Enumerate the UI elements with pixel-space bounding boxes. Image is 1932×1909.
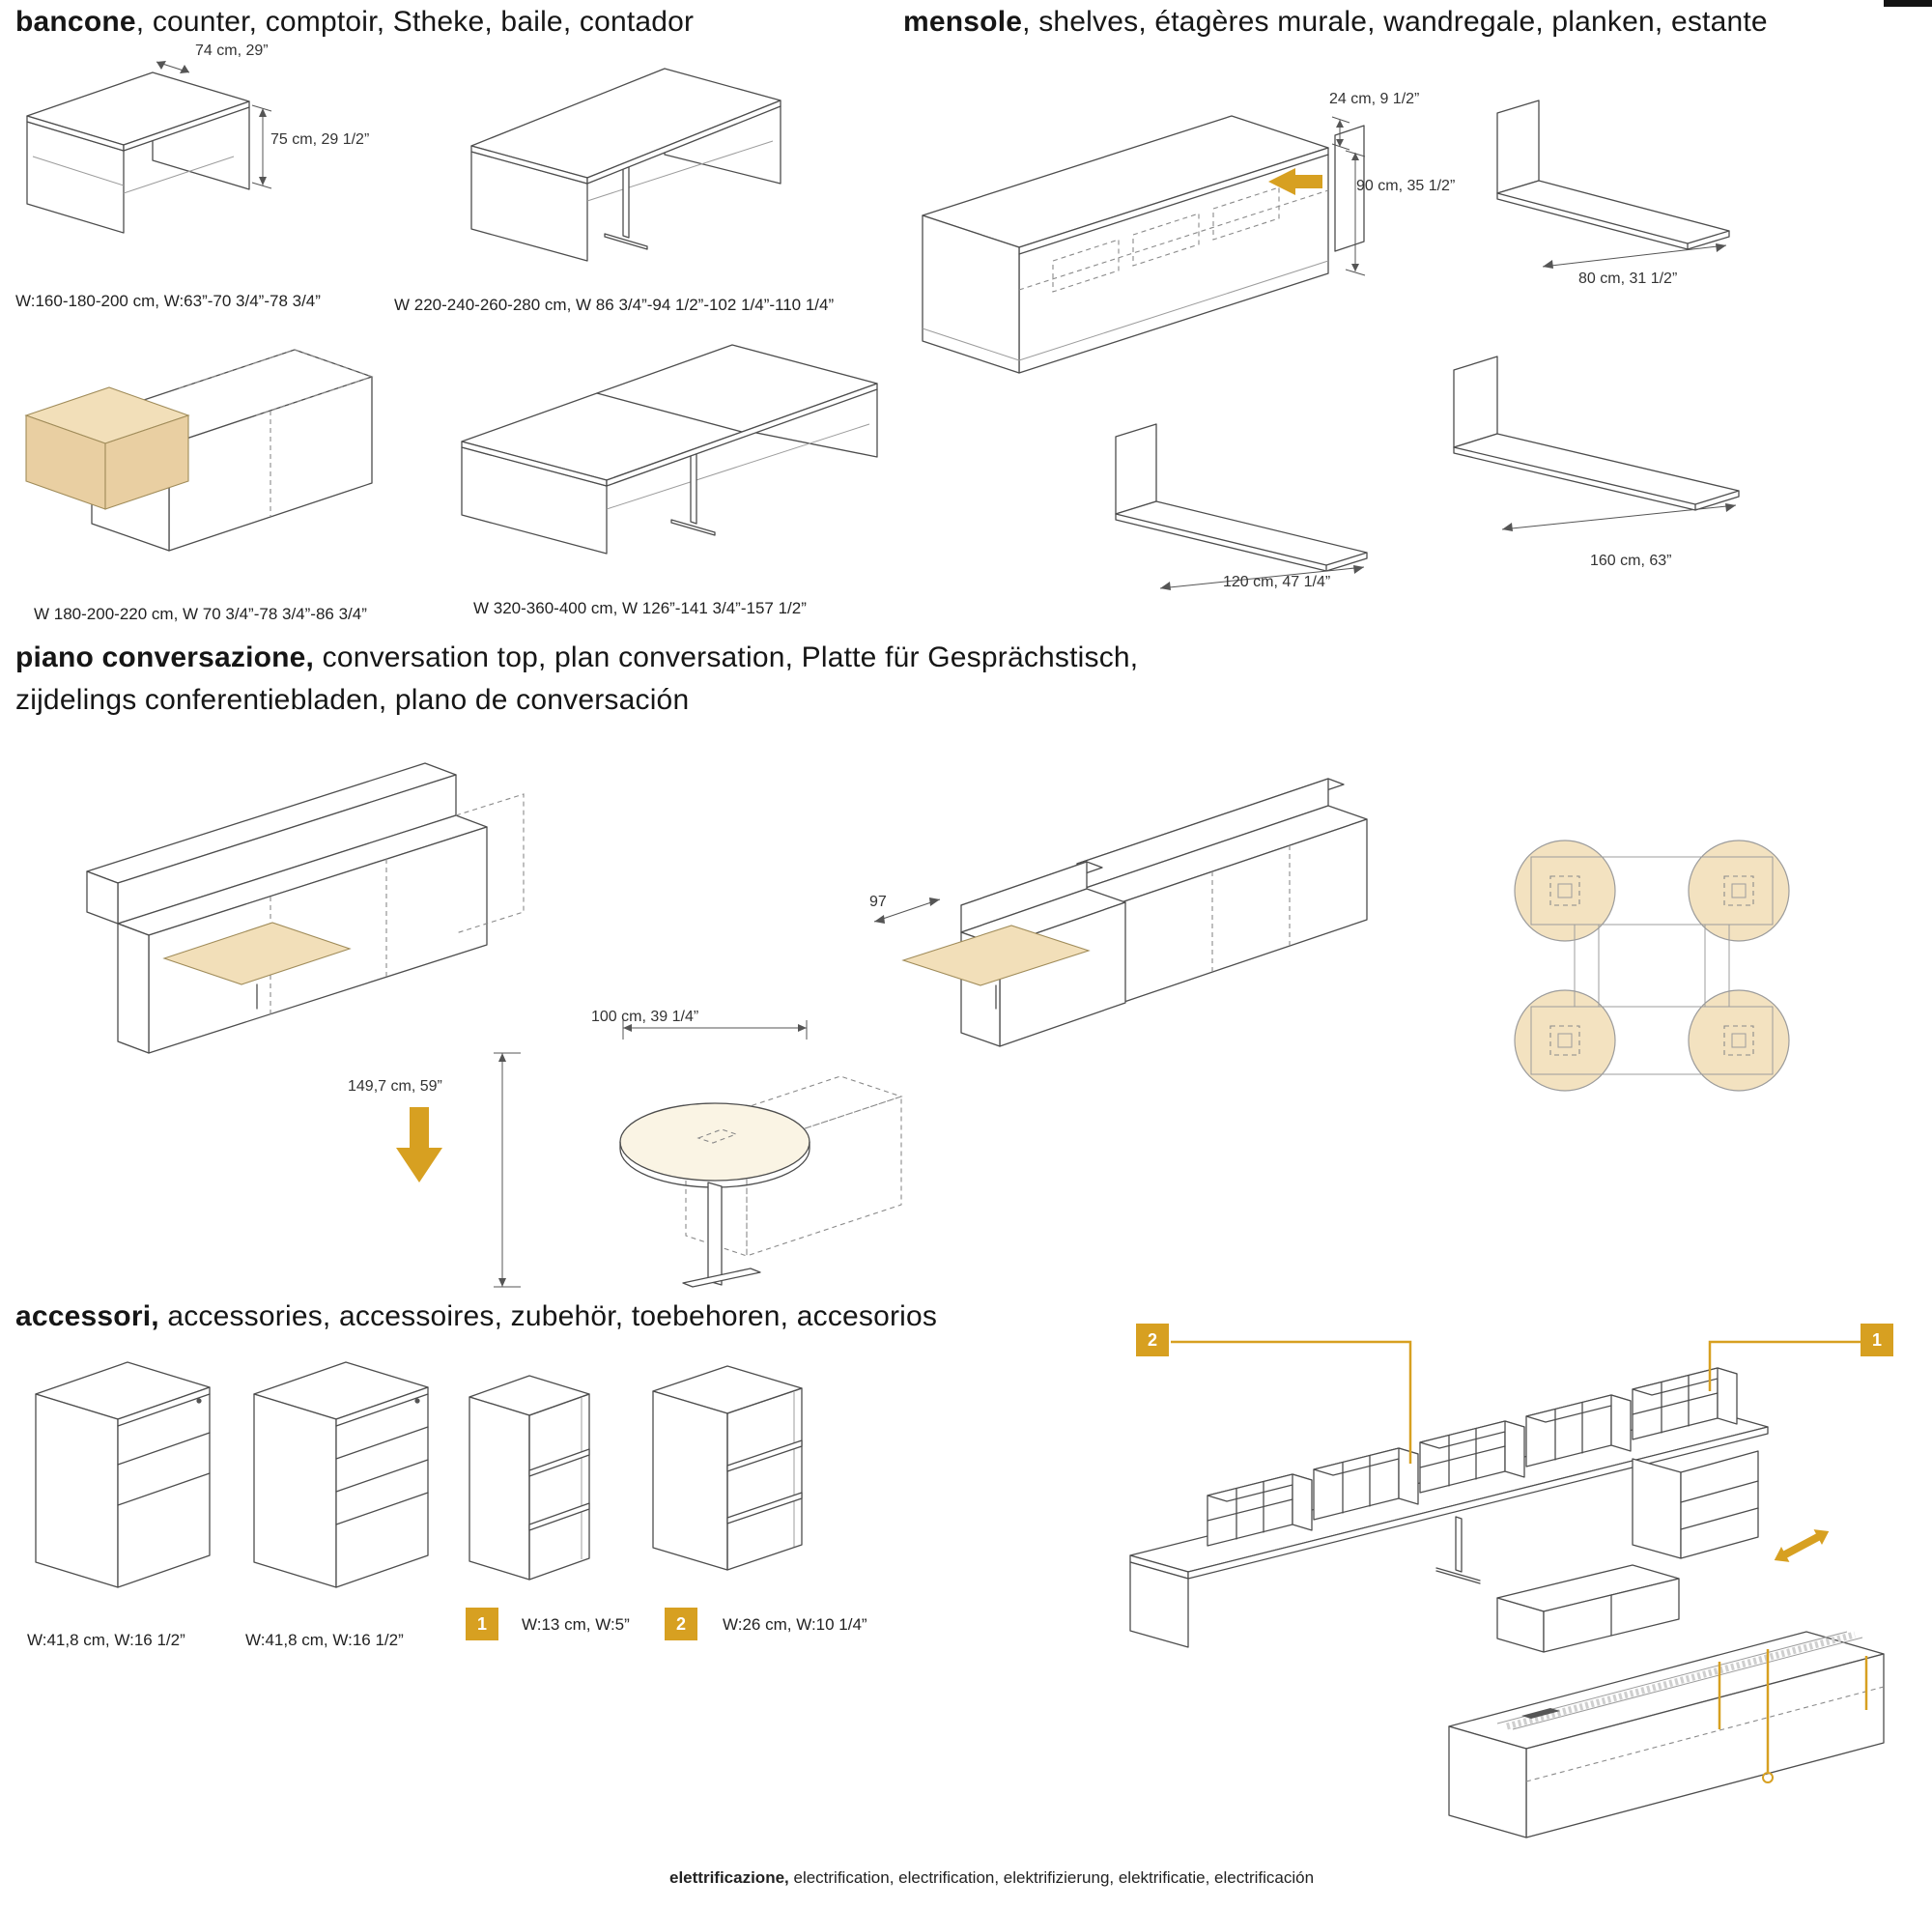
dim-label-160cm: 160 cm, 63”	[1590, 553, 1672, 569]
power-strip	[1521, 1708, 1560, 1719]
drawing-shelf-120	[1115, 423, 1368, 590]
dimension-line-160	[1501, 503, 1737, 531]
callout-leader-2	[1171, 1340, 1412, 1464]
dimension-line-80	[1542, 243, 1727, 269]
drawing-reception-accessories-combo	[1129, 1340, 1862, 1648]
section-title-accessori: accessori, accessories, accessoires, zub…	[15, 1300, 937, 1333]
drawing-round-conversation-top	[494, 1020, 903, 1288]
lock-keyhole	[196, 1398, 202, 1404]
caption-counter-long: W 320-360-400 cm, W 126”-141 3/4”-157 1/…	[473, 599, 807, 617]
conversation-top-highlight	[162, 922, 352, 985]
drawing-electrification	[1448, 1564, 1885, 1838]
drawing-shelf-cabinet	[922, 115, 1366, 374]
dim-label-97: 97	[869, 894, 887, 910]
section-title-mensole: mensole, shelves, étagères murale, wandr…	[903, 6, 1768, 39]
combo-badge-2: 2	[1136, 1324, 1169, 1356]
section-title-bancone: bancone, counter, comptoir, Stheke, bail…	[15, 6, 694, 39]
dimension-line-depth	[156, 61, 190, 73]
dim-label-24cm: 24 cm, 9 1/2”	[1329, 91, 1420, 107]
slide-in-arrow-icon	[1268, 168, 1322, 195]
drawing-counter-l-shape	[24, 349, 374, 552]
swap-arrow-icon	[1774, 1529, 1830, 1562]
dimension-line-120	[1159, 565, 1365, 590]
counter-return-highlight	[24, 386, 190, 510]
dim-label-75cm: 75 cm, 29 1/2”	[270, 131, 370, 148]
title-bancone-rest: , counter, comptoir, Stheke, baile, cont…	[135, 6, 695, 38]
caption-pedestal-4: W:41,8 cm, W:16 1/2”	[245, 1631, 404, 1649]
dimension-line-97	[873, 898, 941, 924]
conversation-top-highlight	[901, 925, 1091, 986]
caption-counter-l-shape: W 180-200-220 cm, W 70 3/4”-78 3/4”-86 3…	[34, 605, 367, 623]
dim-label-1497cm: 149,7 cm, 59”	[348, 1078, 442, 1095]
callout-leader-1	[1708, 1340, 1862, 1391]
section-title-piano-line2: zijdelings conferentiebladen, plano de c…	[15, 684, 689, 717]
dim-label-80cm: 80 cm, 31 1/2”	[1578, 271, 1678, 287]
height-adjust-arrow-icon	[396, 1107, 442, 1182]
drawing-shelf-80	[1496, 100, 1730, 269]
footer-electrification: elettrificazione, electrification, elect…	[669, 1868, 1314, 1888]
callout-badge-2: 2	[665, 1608, 697, 1640]
combo-badge-1: 1	[1861, 1324, 1893, 1356]
page-crop-mark	[1884, 0, 1932, 7]
drawing-pedestal-4-drawer	[253, 1361, 429, 1588]
callout-badge-1: 1	[466, 1608, 498, 1640]
drawing-open-shelf-wide	[652, 1365, 803, 1571]
caption-pedestal-3: W:41,8 cm, W:16 1/2”	[27, 1631, 185, 1649]
drawing-counter-small	[26, 61, 272, 234]
footer-rest: electrification, electrification, elektr…	[788, 1868, 1315, 1887]
title-mensole-bold: mensole	[903, 6, 1023, 38]
drawing-counter-medium	[470, 68, 781, 262]
caption-counter-small: W:160-180-200 cm, W:63”-70 3/4”-78 3/4”	[15, 292, 321, 310]
title-piano-line2: zijdelings conferentiebladen, plano de c…	[15, 684, 690, 716]
drawing-reception-corner	[873, 778, 1368, 1047]
dimension-lines-cabinet	[1331, 116, 1366, 276]
dim-label-74cm: 74 cm, 29”	[195, 43, 269, 59]
title-bancone-bold: bancone	[15, 6, 136, 38]
footer-bold: elettrificazione,	[669, 1868, 789, 1887]
section-title-piano: piano conversazione, conversation top, p…	[15, 641, 1138, 674]
dim-label-120cm: 120 cm, 47 1/4”	[1223, 574, 1331, 590]
dimension-line-diameter-100	[622, 1020, 808, 1040]
dimension-line-height-1497	[494, 1052, 521, 1288]
lock-keyhole	[414, 1398, 420, 1404]
caption-shelf-unit-1: W:13 cm, W:5”	[522, 1615, 630, 1634]
caption-counter-medium: W 220-240-260-280 cm, W 86 3/4”-94 1/2”-…	[394, 296, 835, 314]
drawing-open-shelf-narrow	[469, 1375, 590, 1581]
drawing-shelf-160	[1453, 356, 1740, 531]
title-accessori-bold: accessori,	[15, 1300, 159, 1332]
drawing-reception-straight	[86, 762, 525, 1054]
dimension-line-height	[251, 104, 272, 189]
title-accessori-rest: accessories, accessoires, zubehör, toebe…	[158, 1300, 938, 1332]
dim-label-90cm: 90 cm, 35 1/2”	[1356, 178, 1456, 194]
title-mensole-rest: , shelves, étagères murale, wandregale, …	[1022, 6, 1768, 38]
drawing-counter-long	[461, 344, 878, 555]
cable-tray	[1506, 1631, 1856, 1730]
cable-routing	[1718, 1649, 1868, 1783]
drawing-pedestal-3-drawer	[35, 1361, 211, 1588]
top-organizer-modules	[1207, 1367, 1738, 1547]
drawing-top-view-round-tops	[1514, 840, 1790, 1092]
title-piano-rest: conversation top, plan conversation, Pla…	[314, 641, 1139, 673]
dim-label-100cm: 100 cm, 39 1/4”	[591, 1009, 699, 1025]
title-piano-bold: piano conversazione,	[15, 641, 315, 673]
caption-shelf-unit-2: W:26 cm, W:10 1/4”	[723, 1615, 867, 1634]
